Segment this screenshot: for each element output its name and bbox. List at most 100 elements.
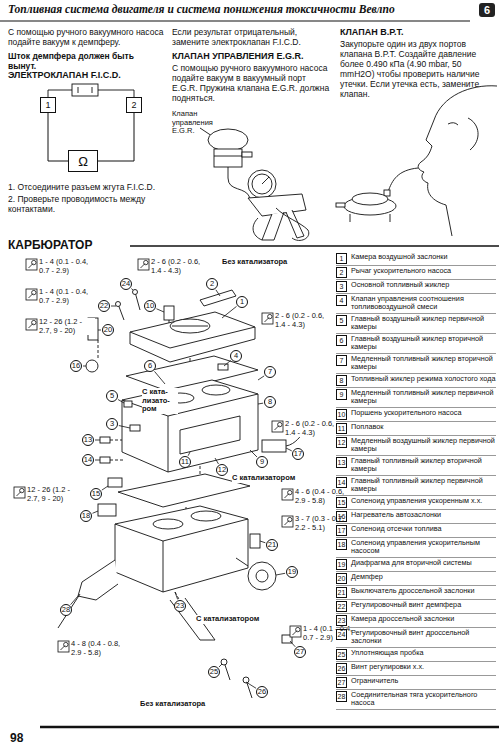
leader-line — [216, 290, 220, 296]
parts-list-row: 11 Поплавок — [336, 422, 496, 436]
callout-number: 28 — [60, 604, 72, 616]
list-number: 11 — [336, 423, 347, 434]
parts-list-row: 25 Уплотняющая пробка — [336, 648, 496, 662]
leader-line — [290, 641, 295, 647]
page-rules — [130, 245, 499, 247]
carburetor-exploded-view — [218, 364, 228, 370]
list-number: 25 — [336, 649, 347, 660]
part-name: Медленный воздушный жиклер первичной кам… — [351, 437, 496, 454]
parts-list-row: 22 Регулировочный винт демпфера — [336, 600, 496, 614]
carburetor-exploded-view — [110, 460, 124, 461]
torque-spec: 12 - 26 (1.2 - 2.7, 9 - 20) — [39, 318, 95, 335]
part-name: Регулировочный винт демпфера — [351, 601, 496, 609]
body-text: Закупорьте один из двух портов клапана B… — [340, 39, 492, 99]
parts-list-row: 5Главный воздушный жиклер первичной каме… — [336, 314, 496, 334]
torque-spec: 2 - 6 (0.2 - 0.6, 1.4 - 4.3) — [275, 312, 331, 329]
wrench-icon — [288, 517, 292, 521]
carburetor-exploded-view — [256, 570, 268, 582]
wrench-icon — [296, 627, 300, 631]
section-heading: КАРБЮРАТОР — [8, 238, 128, 252]
part-name: Соленоид управления ускоренным х.х. — [351, 497, 496, 505]
parts-list-row: 17 Соленоид отсечки топлива — [336, 524, 496, 538]
carburetor-exploded-view — [168, 416, 169, 472]
leader-line — [215, 458, 218, 464]
callout-number: 16 — [70, 360, 82, 372]
part-name: Соленоид отсечки топлива — [351, 525, 496, 533]
leader-line — [219, 664, 222, 667]
list-number: 17 — [336, 525, 347, 536]
carburetor-exploded-view — [130, 312, 255, 348]
bpt-valve-and-head — [352, 193, 388, 205]
wrench-icon — [262, 313, 273, 324]
bpt-valve-and-head — [388, 168, 418, 192]
callout-number: 23 — [174, 600, 186, 612]
callout-number: 9 — [256, 456, 268, 468]
egr-valve-and-pump — [214, 149, 242, 167]
variant-note: Без катализатора — [222, 258, 287, 267]
wrench-icon — [26, 319, 37, 330]
part-name: Поршень ускорительного насоса — [351, 409, 496, 417]
body-text: Шток демпфера должен быть вынут. — [8, 51, 164, 71]
callout-number: 1 — [236, 296, 248, 308]
parts-list-row: 14Главный топливный жиклер первичной кам… — [336, 476, 496, 496]
carburetor-exploded-view — [164, 306, 174, 320]
part-name: Уплотняющая пробка — [351, 649, 496, 657]
list-number: 5 — [336, 315, 347, 326]
leader-line — [188, 452, 190, 456]
wrench-icon — [14, 487, 25, 498]
section-heading: КЛАПАН УПРАВЛЕНИЯ E.G.R. — [172, 51, 332, 61]
carburetor-exploded-view — [100, 437, 110, 443]
list-number: 21 — [336, 587, 347, 598]
callout-number: 5 — [106, 390, 118, 402]
part-name: Главный топливный жиклер вторичной камер… — [351, 457, 496, 474]
node-text: 2 — [131, 100, 136, 111]
wrench-icon — [14, 487, 25, 498]
parts-list-row: 28Соединительная тяга ускорительного нас… — [336, 690, 496, 710]
connector-plug — [98, 90, 134, 97]
egr-valve-and-pump — [286, 210, 304, 238]
part-name: Основной топливный жиклер — [351, 281, 496, 289]
page-header: Топливная система двигателя и система по… — [8, 3, 448, 16]
egr-valve-and-pump — [252, 174, 272, 194]
variant-note: Без катализатора — [140, 700, 205, 709]
list-number: 15 — [336, 497, 347, 508]
parts-list-row: 13Главный топливный жиклер вторичной кам… — [336, 456, 496, 476]
parts-list-row: 4Клапан управления соотношения топливово… — [336, 294, 496, 314]
part-name: Клапан управления соотношения топливовоз… — [351, 295, 496, 312]
carburetor-exploded-view — [200, 290, 236, 306]
page-rules — [0, 21, 499, 727]
bpt-valve-and-head — [468, 118, 478, 150]
leader-lines — [14, 259, 301, 688]
leader-line — [71, 596, 78, 605]
torque-spec: 2 - 6 (0.2 - 0.6, 1.4 - 4.3) — [151, 258, 207, 275]
list-number: 26 — [336, 663, 347, 674]
callout-number: 17 — [292, 448, 304, 460]
bpt-valve-and-head — [350, 214, 351, 222]
egr-valve-and-pump — [208, 129, 248, 151]
list-number: 22 — [336, 601, 347, 612]
carburetor-exploded-view — [250, 534, 260, 548]
part-name: Поплавок — [351, 423, 496, 431]
leader-line — [102, 486, 108, 490]
page-rules — [0, 20, 470, 21]
carburetor-exploded-view — [191, 511, 221, 521]
parts-list-row: 6Главный воздушный жиклер вторичной каме… — [336, 334, 496, 354]
part-name: Главный топливный жиклер первичной камер… — [351, 477, 496, 494]
parts-list-row: 21Выключатель дроссельной заслонки — [336, 586, 496, 600]
parts-list-row: 18Соленоид управления ускорительным насо… — [336, 538, 496, 558]
callout-number: 21 — [266, 539, 278, 551]
part-name: Демпфер — [351, 573, 496, 581]
wrench-icon — [138, 259, 149, 270]
connector-plug — [72, 84, 98, 96]
carburetor-exploded-view — [202, 385, 230, 395]
wrench-icon — [282, 489, 293, 500]
callout-number: 12 — [216, 464, 228, 476]
carburetor-exploded-view — [86, 360, 98, 372]
list-number: 24 — [336, 629, 347, 640]
wrench-icon — [64, 642, 68, 646]
carburetor-exploded-view — [115, 506, 248, 541]
parts-list-row: 27Ограничитель — [336, 676, 496, 690]
part-name: Топливный жиклер режима холостого хода — [351, 375, 496, 383]
leader-line — [83, 366, 86, 367]
egr-valve-and-pump — [228, 167, 250, 198]
